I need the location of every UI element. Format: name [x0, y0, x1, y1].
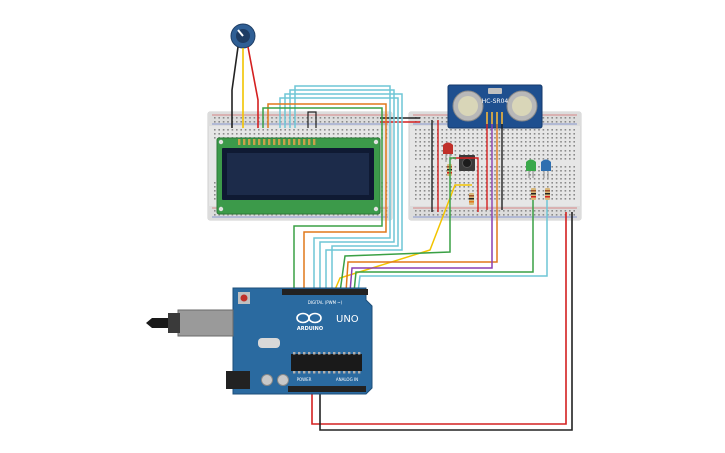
arduino-uno-board[interactable]: ARDUINO UNO DIGITAL (PWM ~) POWER ANALOG…	[146, 287, 373, 395]
resistor	[531, 188, 536, 200]
wire-pot-vcc	[247, 46, 259, 128]
ultrasonic-sensor[interactable]: HC-SR04	[447, 84, 543, 129]
wire-red-led-signal	[339, 157, 456, 293]
wire-lcd-d4	[294, 85, 391, 292]
analog-pins-label: ANALOG IN	[336, 377, 358, 382]
resistor	[545, 188, 550, 200]
power-pins-label: POWER	[297, 377, 312, 382]
potentiometer-icon[interactable]	[230, 23, 256, 49]
wire-echo-arduino	[345, 222, 498, 293]
blue-led[interactable]	[541, 159, 551, 179]
push-button[interactable]	[459, 155, 475, 171]
red-led[interactable]	[443, 142, 453, 163]
digital-pins-label: DIGITAL (PWM ~)	[308, 300, 343, 305]
resistor	[469, 193, 474, 205]
wire-lcd-d7	[279, 97, 399, 292]
wire-lcd-d5	[289, 89, 395, 292]
wire-trig-arduino	[349, 218, 493, 293]
power-header[interactable]	[288, 386, 366, 392]
wire-5v	[311, 212, 567, 425]
wire-button-signal	[333, 184, 472, 293]
arduino-logo-icon	[296, 312, 322, 324]
lcd-display[interactable]	[216, 137, 381, 215]
wire-lcd-d6	[284, 93, 403, 292]
wire-blue-led-signal	[357, 200, 548, 293]
arduino-model-label: UNO	[336, 314, 359, 325]
wire-gnd	[319, 212, 573, 431]
digital-header[interactable]	[282, 289, 368, 295]
wire-lcd-rs	[262, 107, 383, 292]
arduino-brand-label: ARDUINO	[297, 326, 323, 332]
wire-pot-gnd	[231, 46, 239, 128]
wire-green-led-signal	[353, 200, 534, 293]
wire-button-vcc	[453, 157, 479, 212]
green-led[interactable]	[526, 159, 536, 179]
sensor-model-label: HC-SR04	[482, 98, 509, 105]
wire-lcd-backlight	[307, 111, 317, 128]
